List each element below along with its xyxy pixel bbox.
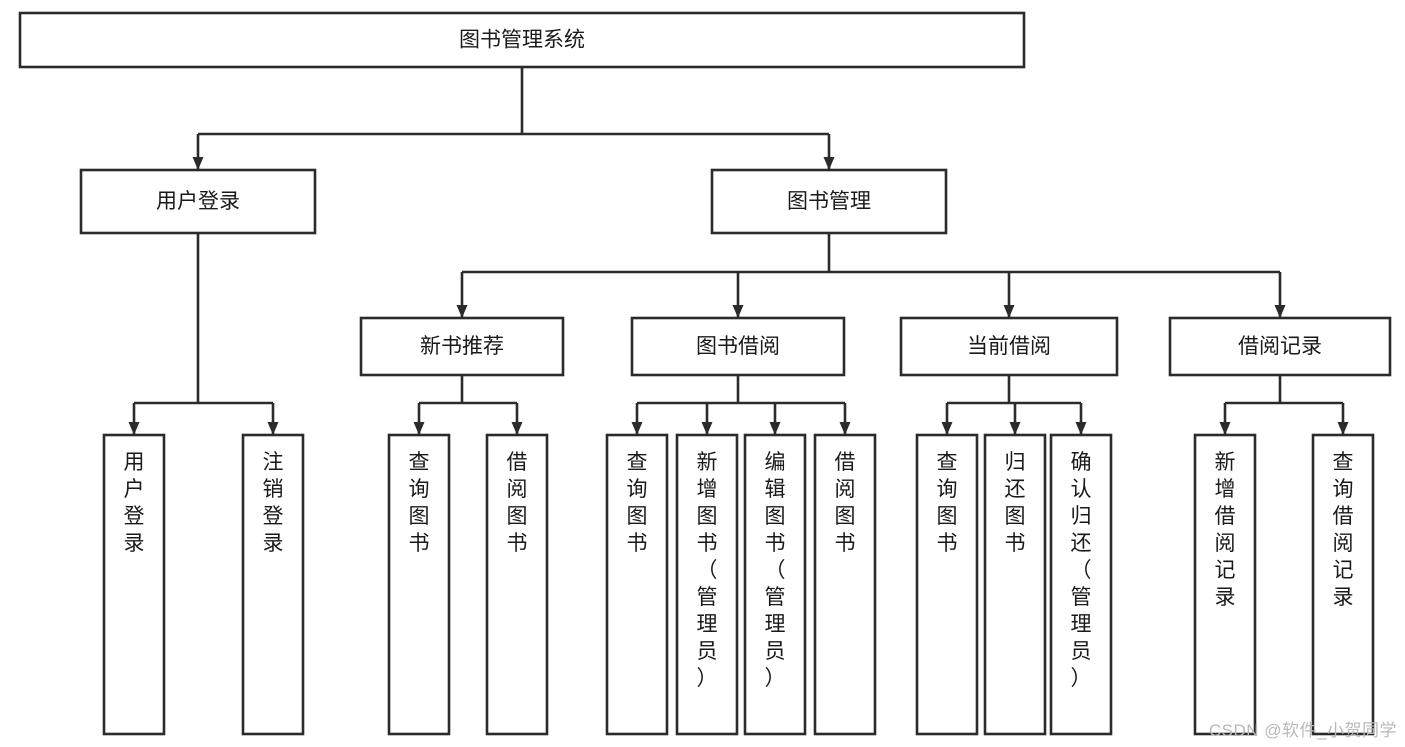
node-label-leaf-query-book-2: 查询图书	[627, 451, 648, 555]
arrow-head	[1337, 422, 1349, 435]
node-leaf-borrow-book-1[interactable]: 借阅图书	[485, 433, 549, 736]
arrow-head	[1009, 422, 1021, 435]
nodes-layer: 图书管理系统用户登录图书管理新书推荐图书借阅当前借阅借阅记录用户登录注销登录查询…	[18, 11, 1392, 736]
arrow-head	[511, 422, 523, 435]
arrow-head	[1075, 422, 1087, 435]
node-box-leaf-confirm-return	[1049, 433, 1113, 736]
node-new-book-recommend[interactable]: 新书推荐	[359, 316, 565, 377]
node-leaf-user-login[interactable]: 用户登录	[102, 433, 166, 736]
node-box-borrow-record	[1168, 316, 1392, 377]
node-leaf-query-record[interactable]: 查询借阅记录	[1311, 433, 1375, 736]
node-label-leaf-add-record: 新增借阅记录	[1215, 451, 1236, 609]
node-leaf-edit-book[interactable]: 编辑图书（管理员）	[743, 433, 807, 736]
node-leaf-add-book[interactable]: 新增图书（管理员）	[675, 433, 739, 736]
node-box-leaf-borrow-book-1	[485, 433, 549, 736]
connectors-layer	[128, 67, 1349, 435]
node-label-leaf-return-book: 归还图书	[1005, 451, 1026, 555]
node-box-leaf-borrow-book-2	[813, 433, 877, 736]
node-leaf-query-book-1[interactable]: 查询图书	[387, 433, 451, 736]
node-label-leaf-query-record: 查询借阅记录	[1333, 451, 1354, 609]
node-label-current-borrow: 当前借阅	[967, 335, 1051, 358]
arrow-head	[456, 305, 468, 318]
node-box-leaf-add-record	[1193, 433, 1257, 736]
node-current-borrow[interactable]: 当前借阅	[899, 316, 1119, 377]
node-user-login[interactable]: 用户登录	[79, 168, 317, 235]
node-label-leaf-edit-book: 编辑图书（管理员）	[765, 451, 786, 690]
arrow-head	[1274, 305, 1286, 318]
edge-group-borrow-record	[1219, 375, 1349, 435]
node-box-leaf-query-record	[1311, 433, 1375, 736]
arrow-head	[192, 157, 204, 170]
node-book-management[interactable]: 图书管理	[710, 168, 948, 235]
node-label-user-login: 用户登录	[156, 190, 240, 213]
node-label-borrow-record: 借阅记录	[1238, 335, 1322, 358]
edge-group-user-login	[128, 233, 279, 435]
node-label-leaf-borrow-book-2: 借阅图书	[835, 451, 856, 555]
node-box-book-borrow	[630, 316, 846, 377]
arrow-head	[732, 305, 744, 318]
node-root[interactable]: 图书管理系统	[18, 11, 1026, 69]
arrow-head	[128, 422, 140, 435]
arrow-head	[1003, 305, 1015, 318]
arrow-head	[839, 422, 851, 435]
node-label-book-borrow: 图书借阅	[696, 335, 780, 358]
node-box-leaf-return-book	[983, 433, 1047, 736]
arrow-head	[701, 422, 713, 435]
node-box-leaf-add-book	[675, 433, 739, 736]
node-leaf-query-book-3[interactable]: 查询图书	[915, 433, 979, 736]
node-box-user-login	[79, 168, 317, 235]
node-box-book-management	[710, 168, 948, 235]
edge-group-current-borrow	[941, 375, 1087, 435]
arrow-head	[941, 422, 953, 435]
edge-group-new-book-recommend	[413, 375, 523, 435]
arrow-head	[769, 422, 781, 435]
arrow-head	[267, 422, 279, 435]
node-leaf-return-book[interactable]: 归还图书	[983, 433, 1047, 736]
node-box-leaf-user-login	[102, 433, 166, 736]
node-leaf-add-record[interactable]: 新增借阅记录	[1193, 433, 1257, 736]
edge-group-book-management	[456, 233, 1286, 318]
node-label-leaf-add-book: 新增图书（管理员）	[697, 451, 718, 690]
node-label-leaf-query-book-1: 查询图书	[409, 451, 430, 555]
arrow-head	[823, 157, 835, 170]
node-box-leaf-query-book-2	[605, 433, 669, 736]
edge-group-root	[192, 67, 835, 170]
node-box-new-book-recommend	[359, 316, 565, 377]
node-box-leaf-user-logout	[241, 433, 305, 736]
node-label-leaf-confirm-return: 确认归还（管理员）	[1071, 451, 1092, 690]
node-box-leaf-query-book-3	[915, 433, 979, 736]
node-label-new-book-recommend: 新书推荐	[420, 335, 504, 358]
node-label-leaf-user-logout: 注销登录	[263, 451, 284, 555]
node-box-root	[18, 11, 1026, 69]
arrow-head	[1219, 422, 1231, 435]
node-label-book-management: 图书管理	[787, 190, 871, 213]
node-leaf-confirm-return[interactable]: 确认归还（管理员）	[1049, 433, 1113, 736]
node-box-leaf-edit-book	[743, 433, 807, 736]
node-book-borrow[interactable]: 图书借阅	[630, 316, 846, 377]
node-leaf-query-book-2[interactable]: 查询图书	[605, 433, 669, 736]
node-box-current-borrow	[899, 316, 1119, 377]
node-leaf-user-logout[interactable]: 注销登录	[241, 433, 305, 736]
node-borrow-record[interactable]: 借阅记录	[1168, 316, 1392, 377]
node-label-root: 图书管理系统	[459, 29, 585, 52]
arrow-head	[413, 422, 425, 435]
node-label-leaf-borrow-book-1: 借阅图书	[507, 451, 528, 555]
arrow-head	[631, 422, 643, 435]
node-label-leaf-query-book-3: 查询图书	[937, 451, 958, 555]
node-box-leaf-query-book-1	[387, 433, 451, 736]
edge-group-book-borrow	[631, 375, 851, 435]
node-leaf-borrow-book-2[interactable]: 借阅图书	[813, 433, 877, 736]
node-label-leaf-user-login: 用户登录	[124, 451, 145, 555]
